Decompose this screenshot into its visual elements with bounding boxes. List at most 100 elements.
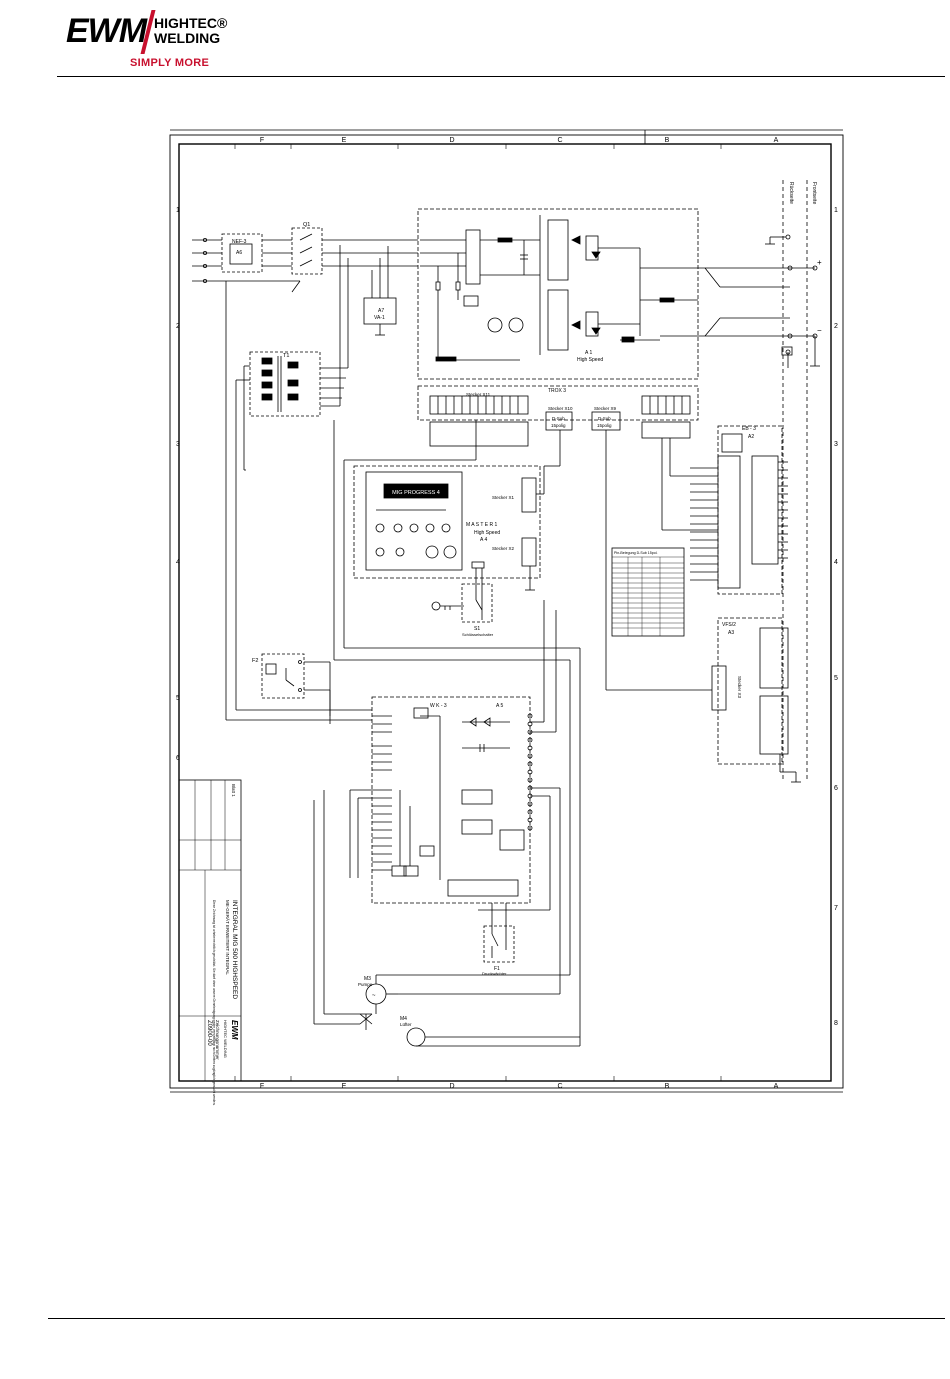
- m3-symbol: ~: [372, 993, 376, 999]
- eb3-label: EB - 3: [742, 426, 756, 432]
- stecker-x10-label: Stecker X10: [548, 406, 573, 411]
- title-product: INTEGRAL MIG 500 HIGHSPEED: [231, 900, 238, 999]
- title-brand: EWM: [230, 1020, 239, 1040]
- vfs2-terminals-1: [759, 627, 789, 689]
- f1-label: F1: [494, 966, 500, 972]
- motor-wiring: [313, 790, 581, 1047]
- interconnect-wiring: [225, 281, 581, 1037]
- dsub-x9-pol: 15polig: [597, 423, 612, 428]
- s1-label: S1: [474, 626, 480, 632]
- col-letter-top: A: [774, 137, 779, 144]
- m3-pump-motor: [365, 983, 387, 1005]
- trox3-board: [417, 385, 699, 421]
- header-rule: [57, 76, 945, 77]
- col-letter-top: F: [260, 137, 264, 144]
- dsub-pin-table: [611, 547, 685, 637]
- title-drawing-no-label: Zeichnungsnummer: [215, 1020, 220, 1060]
- a5-label: A 5: [496, 703, 503, 709]
- ewm-logo: EWM HIGHTEC® WELDING SIMPLY MORE: [66, 10, 236, 70]
- column-ticks: [234, 144, 722, 1081]
- a6-label: A6: [236, 250, 242, 256]
- eb3-right-terminals: [751, 455, 779, 565]
- vfs2-wiring: [605, 430, 801, 783]
- t1-windings: [235, 245, 349, 710]
- trox3-connectors: [429, 395, 691, 447]
- row-number-right: 4: [834, 559, 838, 566]
- drawing-frame-outer: [169, 134, 844, 1089]
- col-letter-top: B: [665, 137, 670, 144]
- m4-label: M4: [400, 1016, 407, 1022]
- s1-contact: [431, 561, 485, 620]
- dsub-x10-pol: 15polig: [551, 423, 566, 428]
- col-letter-bottom: B: [665, 1083, 670, 1090]
- logo-slogan: SIMPLY MORE: [130, 57, 210, 69]
- title-note: Diese Zeichnung ist urheberrechtlich ges…: [212, 900, 216, 1105]
- t1-label: T1: [283, 353, 289, 359]
- f2-internal: [265, 660, 330, 692]
- lufter-label: Lüfter: [400, 1022, 412, 1027]
- a7-label: A7: [378, 308, 384, 314]
- col-letter-bottom: A: [774, 1083, 779, 1090]
- title-brand-sub: HIGHTEC WELDING: [223, 1020, 228, 1058]
- row-number-right: 3: [834, 441, 838, 448]
- logo-main: EWM: [66, 12, 147, 50]
- a1-label: A 1: [585, 350, 592, 356]
- column-letters: F E D C B A F E D C B A: [260, 137, 779, 1090]
- pumpe-label: Pumpe: [358, 982, 373, 987]
- wk3-internal: [391, 707, 525, 897]
- wk3-label: W K - 3: [430, 703, 447, 709]
- frontseite-label: Frontseite: [811, 182, 817, 204]
- stecker-x9-label: Stecker X9: [594, 406, 617, 411]
- master1-sublabel: High Speed: [474, 530, 500, 536]
- m4-fan-motor: [406, 1027, 426, 1047]
- m3-label: M3: [364, 976, 371, 982]
- row-numbers: 1 2 3 4 5 6 1 2 3 4 5 6 7 8: [176, 207, 838, 1027]
- eb3-pins: [661, 438, 788, 581]
- row-number-right: 8: [834, 1020, 838, 1027]
- minus-terminal: −: [817, 326, 822, 335]
- f2-breaker: [261, 653, 305, 699]
- vfs2-label: VFS/2: [722, 622, 736, 628]
- row-number-right: 5: [834, 675, 838, 682]
- mains-input: [192, 237, 300, 283]
- stecker-x1-label: Stecker X1: [492, 495, 515, 500]
- col-letter-top: C: [557, 137, 562, 144]
- a7-wiring: [371, 246, 389, 336]
- eb3-module: [717, 425, 783, 595]
- trox3-label: TROX 3: [548, 388, 566, 394]
- eb3-relay: [721, 433, 743, 453]
- col-letter-top: D: [449, 137, 454, 144]
- stecker-x3-label: Stecker X3: [737, 676, 742, 699]
- plus-terminal: +: [817, 258, 822, 267]
- row-number-right: 1: [834, 207, 838, 214]
- row-number-left: 1: [176, 207, 180, 214]
- a1-module: [417, 208, 699, 380]
- stecker-x2-label: Stecker X2: [492, 546, 515, 551]
- output-terminals: [698, 180, 820, 780]
- a1-internal: [420, 215, 698, 362]
- stecker-x11-label: Stecker X11: [466, 392, 491, 397]
- f1-contacts: [491, 903, 507, 958]
- nef3-filter: [221, 233, 263, 273]
- row-number-right: 7: [834, 905, 838, 912]
- pin-table-grid: [612, 556, 684, 636]
- col-letter-bottom: F: [260, 1083, 264, 1090]
- vfs2-dsub: [711, 665, 727, 711]
- title-block: [178, 779, 242, 1082]
- nef3-core: [229, 243, 253, 265]
- wk3-left-pins: [372, 715, 392, 871]
- dsub-x9: D-Sub.: [598, 416, 612, 421]
- title-block-grid: [179, 780, 241, 1081]
- s1-description: Schlüsselschalter: [462, 632, 494, 637]
- master-connectors: [344, 420, 561, 591]
- a3-label: A3: [728, 630, 734, 636]
- title-drawing-no: Z0900-00: [206, 1020, 212, 1046]
- a1-sublabel: High Speed: [577, 357, 603, 363]
- title-product-sub: ME-GERÄT ERWEITERT INTEGRAL: [225, 900, 231, 975]
- mig-progress-front: [365, 471, 463, 571]
- col-letter-top: E: [342, 137, 347, 144]
- eb3-left-terminals: [717, 455, 741, 589]
- a4-label: A 4: [480, 537, 487, 543]
- row-number-left: 6: [176, 755, 180, 762]
- mig-progress-label: MIG PROGRESS 4: [392, 490, 440, 496]
